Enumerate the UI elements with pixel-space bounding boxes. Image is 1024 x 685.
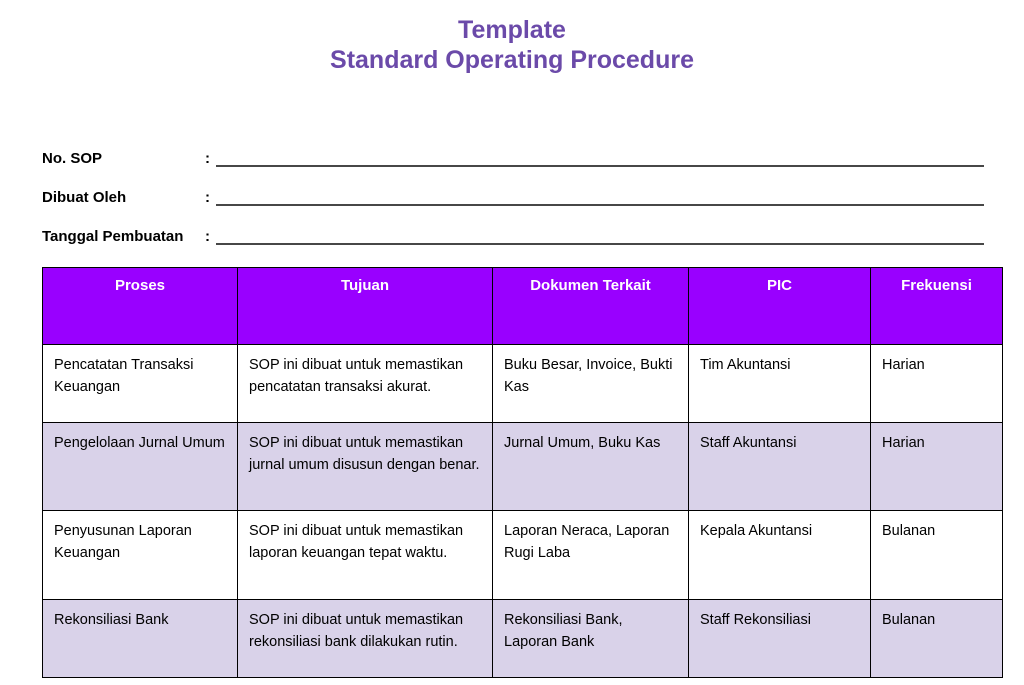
cell-tujuan: SOP ini dibuat untuk memastikan pencatat… (237, 344, 493, 423)
cell-tujuan: SOP ini dibuat untuk memastikan laporan … (237, 510, 493, 600)
cell-proses: Pengelolaan Jurnal Umum (42, 422, 238, 511)
cell-dokumen-terkait: Laporan Neraca, Laporan Rugi Laba (492, 510, 689, 600)
cell-dokumen-terkait: Jurnal Umum, Buku Kas (492, 422, 689, 511)
cell-dokumen-terkait: Buku Besar, Invoice, Bukti Kas (492, 344, 689, 423)
column-header-frekuensi: Frekuensi (870, 267, 1003, 345)
cell-pic: Tim Akuntansi (688, 344, 871, 423)
table-row: Penyusunan Laporan Keuangan SOP ini dibu… (42, 510, 1003, 600)
dibuat-oleh-separator: : (205, 189, 210, 206)
table-row: Pencatatan Transaksi Keuangan SOP ini di… (42, 344, 1003, 423)
no-sop-label: No. SOP (42, 150, 103, 167)
form-row-no-sop: No. SOP : (42, 146, 984, 167)
form-section: No. SOP : Dibuat Oleh : Tanggal Pembuata… (42, 146, 984, 263)
table-row: Pengelolaan Jurnal Umum SOP ini dibuat u… (42, 422, 1003, 511)
table-row: Rekonsiliasi Bank SOP ini dibuat untuk m… (42, 599, 1003, 678)
tanggal-pembuatan-label: Tanggal Pembuatan (42, 228, 184, 245)
sop-table: Proses Tujuan Dokumen Terkait PIC Frekue… (42, 267, 1003, 678)
cell-frekuensi: Bulanan (870, 599, 1003, 678)
form-row-dibuat-oleh: Dibuat Oleh : (42, 185, 984, 206)
dibuat-oleh-label: Dibuat Oleh (42, 189, 127, 206)
cell-proses: Rekonsiliasi Bank (42, 599, 238, 678)
cell-pic: Kepala Akuntansi (688, 510, 871, 600)
no-sop-separator: : (205, 150, 210, 167)
cell-frekuensi: Bulanan (870, 510, 1003, 600)
column-header-tujuan: Tujuan (237, 267, 493, 345)
page-title: Template Standard Operating Procedure (0, 15, 1024, 75)
cell-dokumen-terkait: Rekonsiliasi Bank, Laporan Bank (492, 599, 689, 678)
sop-table-container: Proses Tujuan Dokumen Terkait PIC Frekue… (42, 267, 1003, 678)
cell-pic: Staff Rekonsiliasi (688, 599, 871, 678)
cell-tujuan: SOP ini dibuat untuk memastikan rekonsil… (237, 599, 493, 678)
cell-pic: Staff Akuntansi (688, 422, 871, 511)
page-title-line1: Template (458, 16, 566, 44)
column-header-dokumen-terkait: Dokumen Terkait (492, 267, 689, 345)
cell-frekuensi: Harian (870, 422, 1003, 511)
tanggal-pembuatan-separator: : (205, 228, 210, 245)
cell-proses: Penyusunan Laporan Keuangan (42, 510, 238, 600)
no-sop-fill-line[interactable] (216, 149, 984, 167)
column-header-proses: Proses (42, 267, 238, 345)
tanggal-pembuatan-fill-line[interactable] (216, 227, 984, 245)
cell-proses: Pencatatan Transaksi Keuangan (42, 344, 238, 423)
cell-tujuan: SOP ini dibuat untuk memastikan jurnal u… (237, 422, 493, 511)
dibuat-oleh-fill-line[interactable] (216, 188, 984, 206)
form-row-tanggal-pembuatan: Tanggal Pembuatan : (42, 224, 984, 245)
cell-frekuensi: Harian (870, 344, 1003, 423)
table-header-row: Proses Tujuan Dokumen Terkait PIC Frekue… (42, 267, 1003, 345)
column-header-pic: PIC (688, 267, 871, 345)
page-title-line2: Standard Operating Procedure (330, 46, 694, 74)
sop-template-page: Template Standard Operating Procedure No… (0, 15, 1024, 685)
